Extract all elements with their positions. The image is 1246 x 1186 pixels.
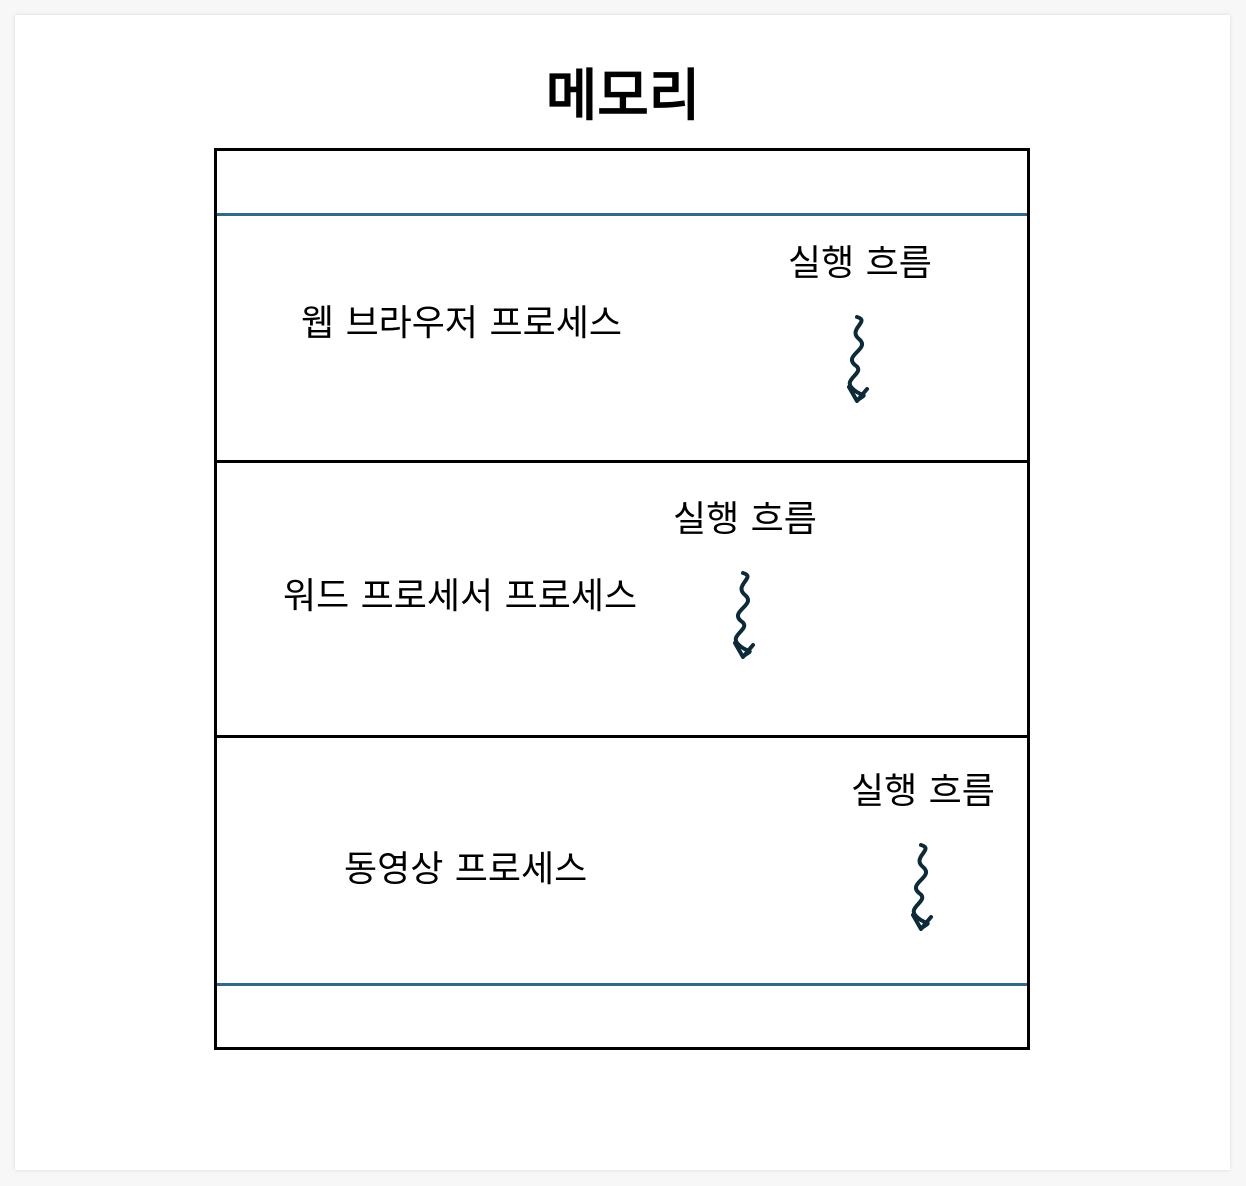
process-label-word-processor: 워드 프로세서 프로세스 [283,576,638,617]
memory-bottom-boundary-line [217,983,1027,986]
process-divider-line [217,460,1027,463]
process-label-video: 동영상 프로세스 [344,849,588,890]
thread-label-word-processor: 실행 흐름 [673,499,817,540]
process-divider-line [217,735,1027,738]
thread-label-web-browser: 실행 흐름 [788,243,932,284]
squiggle-arrow-icon [847,315,869,403]
memory-top-boundary-line [217,213,1027,216]
thread-label-video: 실행 흐름 [851,771,995,812]
squiggle-arrow-icon [733,571,755,659]
memory-box: 웹 브라우저 프로세스 실행 흐름 워드 프로세서 프로세스 실행 흐름 동영상… [214,148,1030,1050]
process-label-web-browser: 웹 브라우저 프로세스 [301,303,622,344]
diagram-title: 메모리 [545,64,701,129]
squiggle-arrow-icon [911,843,933,931]
